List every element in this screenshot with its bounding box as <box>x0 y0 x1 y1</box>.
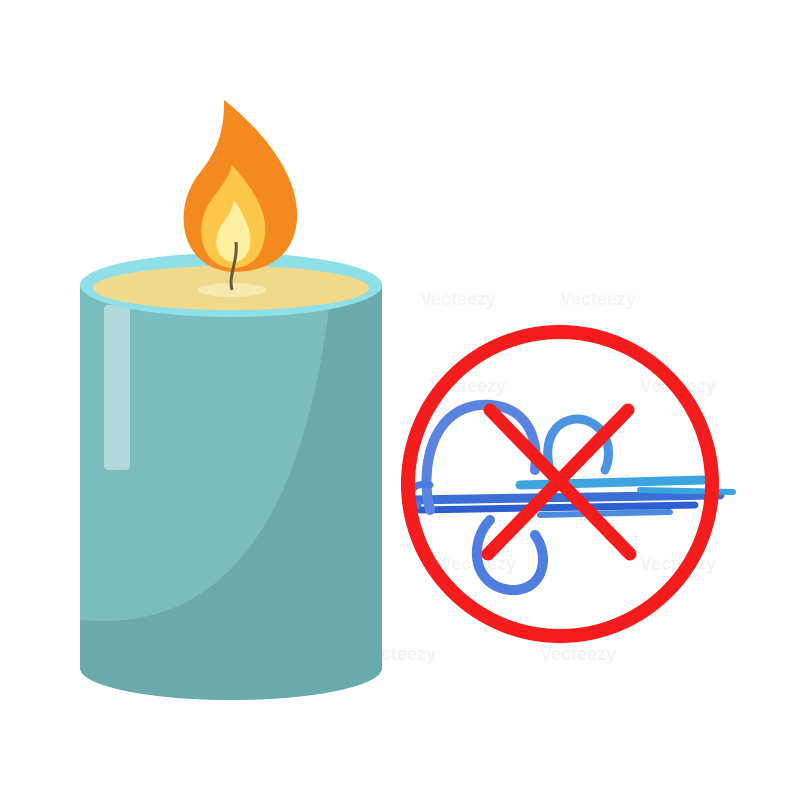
svg-text:Vecteezy: Vecteezy <box>540 644 616 664</box>
prohibition-circle <box>401 325 719 643</box>
candle-shadow <box>80 290 382 700</box>
svg-text:Vecteezy: Vecteezy <box>560 289 636 309</box>
prohibition-cross-line <box>481 403 635 561</box>
candle-highlight <box>104 305 130 470</box>
wick <box>229 241 238 291</box>
candle <box>80 100 382 700</box>
flame-inner <box>216 200 251 262</box>
prohibition-sign-icon <box>401 325 719 643</box>
svg-text:Vecteezy: Vecteezy <box>420 289 496 309</box>
